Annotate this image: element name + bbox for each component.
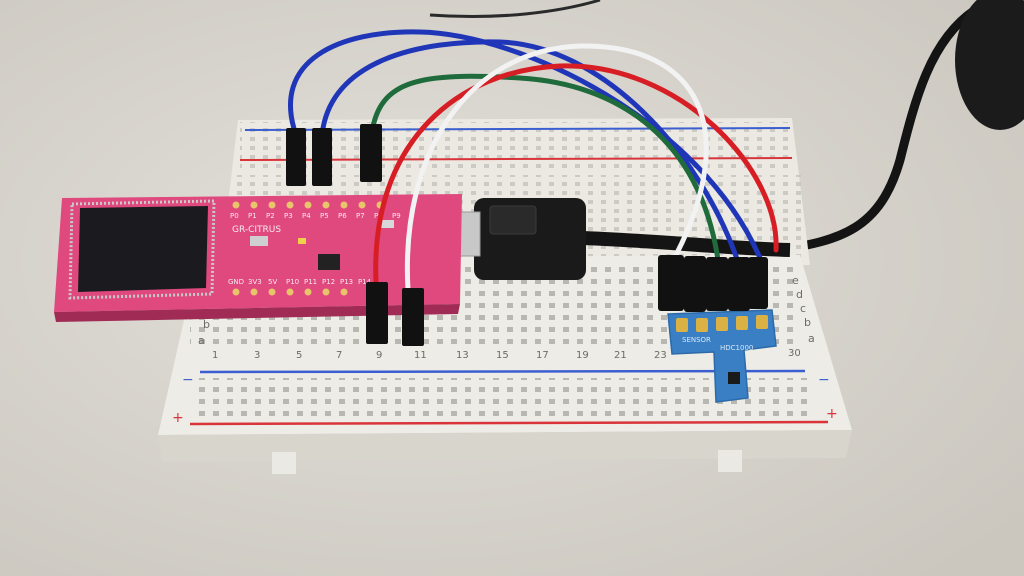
pin-label: P4 [302, 212, 311, 220]
sensor-label-line1: SENSOR [682, 336, 711, 344]
regulator [318, 254, 340, 270]
board-pin-row [232, 201, 384, 296]
pin-label: P10 [286, 278, 299, 286]
pin-label: P2 [266, 212, 275, 220]
rail-blue-back [244, 127, 791, 131]
cable-top [429, 0, 601, 19]
usb-cable-right [775, 5, 980, 255]
row-letter: b [804, 316, 811, 329]
wire-red [373, 63, 779, 285]
pin-label: P1 [248, 212, 257, 220]
rail-plus-left: + [172, 410, 184, 426]
wire-blue-1 [288, 29, 763, 261]
column-number: 17 [536, 350, 549, 361]
column-number: 13 [456, 350, 469, 361]
pin-label: P11 [304, 278, 317, 286]
rail-minus-left: − [182, 372, 194, 388]
device-corner [955, 0, 1024, 130]
crystal [250, 236, 268, 246]
sensor-pads [676, 315, 768, 332]
row-letter: a [198, 334, 205, 347]
column-number: 30 [788, 348, 801, 359]
wire-green [369, 73, 721, 263]
column-number: 1 [212, 350, 218, 361]
jumper-housings [286, 124, 768, 346]
pin-label: 3V3 [248, 278, 262, 286]
column-number: 3 [254, 350, 260, 361]
pin-label: P12 [322, 278, 335, 286]
breadboard-edge [158, 430, 852, 462]
rail-red-front [189, 420, 829, 426]
breadboard-holes-rail [195, 378, 815, 418]
row-letter: b [203, 318, 210, 331]
sensor-module [667, 309, 777, 403]
wire-white [404, 43, 709, 293]
usb-cable [579, 231, 791, 257]
board-name-label: GR-CITRUS [232, 225, 281, 235]
column-number-row: 1 3 5 7 9 11 13 15 17 19 21 23 30 [212, 348, 801, 361]
sensor-label-line2: HDC1000 [720, 344, 753, 352]
rail-minus-right: − [818, 372, 830, 388]
row-letter: c [800, 302, 806, 315]
column-number: 5 [296, 350, 302, 361]
pin-label: 5V [268, 278, 277, 286]
pin-label: P9 [392, 212, 401, 220]
pin-label: GND [228, 278, 244, 286]
column-number: 23 [654, 350, 667, 361]
column-number: 11 [414, 350, 427, 361]
rail-blue-front [199, 369, 806, 374]
pin-label: P14 [358, 278, 372, 286]
column-number: 19 [576, 350, 589, 361]
pin-label: P3 [284, 212, 293, 220]
wire-blue-2 [319, 39, 741, 265]
row-letter: e [792, 274, 799, 287]
column-number: 9 [376, 350, 382, 361]
microcontroller-chip [78, 206, 208, 292]
sensor-chip [728, 372, 740, 384]
board-pin-labels-bottom: GND 3V3 5V P10 P11 P12 P13 P14 [228, 278, 372, 286]
rail-plus-right: + [826, 406, 838, 422]
column-number: 7 [336, 350, 342, 361]
pin-label: P13 [340, 278, 353, 286]
row-letter: d [796, 288, 803, 301]
pin-label: P6 [338, 212, 347, 220]
row-letter: a [808, 332, 815, 345]
pin-label: P0 [230, 212, 239, 220]
column-number: 15 [496, 350, 509, 361]
pin-label: P5 [320, 212, 329, 220]
pin-label: P7 [356, 212, 365, 220]
column-number: 21 [614, 350, 627, 361]
